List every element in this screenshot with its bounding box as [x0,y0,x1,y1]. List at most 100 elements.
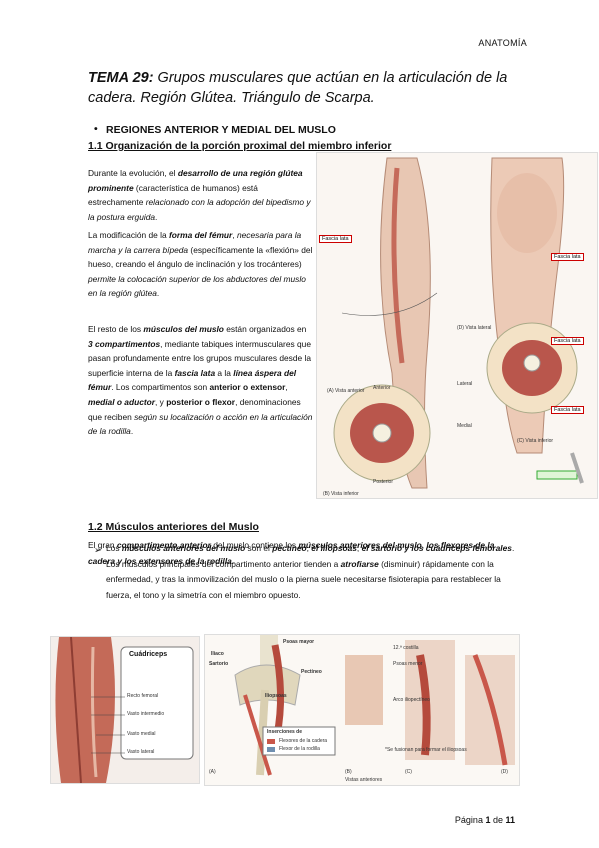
footer-total: 11 [505,815,515,825]
text-run: (disminuir) rápidamente con la enfermeda… [106,558,501,600]
text-run: compartimento anterior [116,540,211,550]
hip-flexors-figure: Psoas mayor Iliaco Sartorio Pectíneo Ili… [204,634,520,786]
footer-pre: Página [454,815,486,825]
text-run: forma del fémur [169,230,233,240]
label-pectineo: Pectíneo [301,669,322,675]
text-run: Durante la evolución, el [88,168,178,178]
fascia-lata-tag-2: Fascia lata [551,253,584,261]
heading-1-2: 1.2 Músculos anteriores del Muslo [88,521,259,533]
text-run: el iliopsoas [311,543,357,553]
fascia-lata-tag-1: Fascia lata [319,235,352,243]
label-arco: Arco iliopectíneo [393,697,430,703]
label-vasto-lateral: Vasto lateral [127,749,155,755]
text-run: , [306,543,312,553]
label-b: (B) [345,769,352,775]
paragraph-3: El resto de los músculos del muslo están… [88,322,313,439]
paragraph-5: Los músculos anteriores del muslo son el… [106,541,518,603]
label-vista-inferior-c: (C) Vista inferior [517,438,554,444]
text-run: medial o aductor [88,396,156,407]
section-bullet: REGIONES ANTERIOR Y MEDIAL DEL MUSLO [94,123,336,136]
text-run: línea áspera del fémur [88,367,297,393]
text-run: anterior o extensor [209,382,286,393]
quadriceps-illustration [55,637,194,783]
label-iliopsoas: Iliopsoas [265,693,287,699]
label-lateral: Lateral [457,381,473,387]
text-run: músculos del muslo [143,324,224,334]
text-run: fascia lata [174,367,216,378]
fascia-lata-tag-4: Fascia lata [551,406,584,414]
label-vasto-intermedio: Vasto intermedio [127,711,165,717]
text-run: 3 compartimentos [88,338,161,349]
cuadriceps-title: Cuádriceps [129,651,168,658]
text-run: pectíneo [272,543,307,553]
text-run: . [231,555,235,566]
text-run: (característica de humanos) está estrech… [88,182,258,208]
paragraph-4: El gran compartimento anterior del muslo… [88,538,518,569]
text-run: . [130,426,134,437]
label-psoas-mayor: Psoas mayor [283,639,315,645]
text-run: los flexores de la cadera y los extensor… [88,540,495,566]
text-run: , [356,543,362,553]
label-vasto-medial: Vasto medial [127,731,156,737]
text-run: están organizados en [223,324,307,334]
hip-flexors-illustration [234,635,515,776]
text-run: . Los compartimentos son [111,382,210,393]
label-vista-inferior-b: (B) Vista inferior [323,491,359,497]
label-fusion-note: *Se fusionan para formar el iliopsoas [385,747,467,753]
label-sartorio: Sartorio [209,661,229,667]
label-flexor-rodilla: Flexor de la rodilla [279,746,320,752]
text-run: . Los músculos principales del compartim… [106,543,515,569]
text-run: La modificación de la [88,230,170,240]
footer-mid: de [490,815,506,825]
label-recto-femoral: Recto femoral [127,693,159,699]
title-rest: Grupos musculares que actúan en la artic… [88,70,508,106]
label-vista-anterior: (A) Vista anterior [327,388,365,394]
label-c: (C) [405,769,412,775]
label-d: (D) [501,769,508,775]
label-vista-lateral: (D) Vista lateral [457,325,492,331]
title-prefix: TEMA 29: [88,70,154,86]
text-run: , [285,382,288,393]
footer-page: 1 [485,815,491,825]
header-label: ANATOMÍA [478,38,527,48]
label-costilla: 12.ª costilla [393,645,419,651]
arrow-bullet-icon: ➢ [94,545,102,555]
text-run: según su localización o acción en la art… [88,411,313,437]
label-a: (A) [209,769,216,775]
text-run: . [156,288,160,299]
thigh-anatomy-figure: Fascia lata Fascia lata Fascia lata Fasc… [316,152,598,499]
paragraph-1: Durante la evolución, el desarrollo de u… [88,166,313,224]
text-run: , mediante tabiques intermusculares que … [88,338,312,378]
text-run: desarrollo de una región glútea prominen… [88,168,303,193]
text-run: permite la colocación superior de los ab… [88,273,306,299]
quadriceps-figure: Cuádriceps Recto femoral Vasto intermedi… [50,636,200,784]
text-run: músculos anteriores del muslo [298,540,422,550]
page-title: TEMA 29: Grupos musculares que actúan en… [88,68,528,108]
label-posterior: Posterior [373,479,394,485]
heading-1-1: 1.1 Organización de la porción proximal … [88,140,392,152]
text-run: , [421,540,427,550]
label-flexores-cadera: Flexores de la cadera [279,738,328,744]
text-run: , denominaciones que reciben [88,396,301,422]
text-run: (específicamente la «flexión» del hueso,… [88,244,313,270]
text-run: músculos anteriores del muslo [121,543,246,553]
label-iliaco: Iliaco [211,651,224,657]
text-run: , y [155,396,167,407]
text-run: del muslo contiene los [210,540,299,550]
text-run: el sartorio y los cuádriceps femorales [361,543,512,553]
text-run: El resto de los [88,324,144,334]
text-run: posterior o flexor [166,396,236,407]
fascia-lata-tag-3: Fascia lata [551,337,584,345]
text-run: , [232,230,237,240]
label-anterior: Anterior [373,385,391,391]
label-medial: Medial [457,423,472,429]
text-run: a la [215,367,234,378]
label-psoas-menor: Psoas menor [393,661,423,667]
paragraph-2: La modificación de la forma del fémur, n… [88,228,313,301]
text-run: son el [245,543,273,553]
text-run: relacionado con la adopción del bipedism… [88,197,311,222]
thigh-anatomy-illustration [333,157,584,489]
text-run: necesaria para la marcha y la carrera bí… [88,230,302,255]
page-footer: Página 1 de 11 [455,815,515,825]
label-vistas-anteriores: Vistas anteriores [345,777,383,783]
